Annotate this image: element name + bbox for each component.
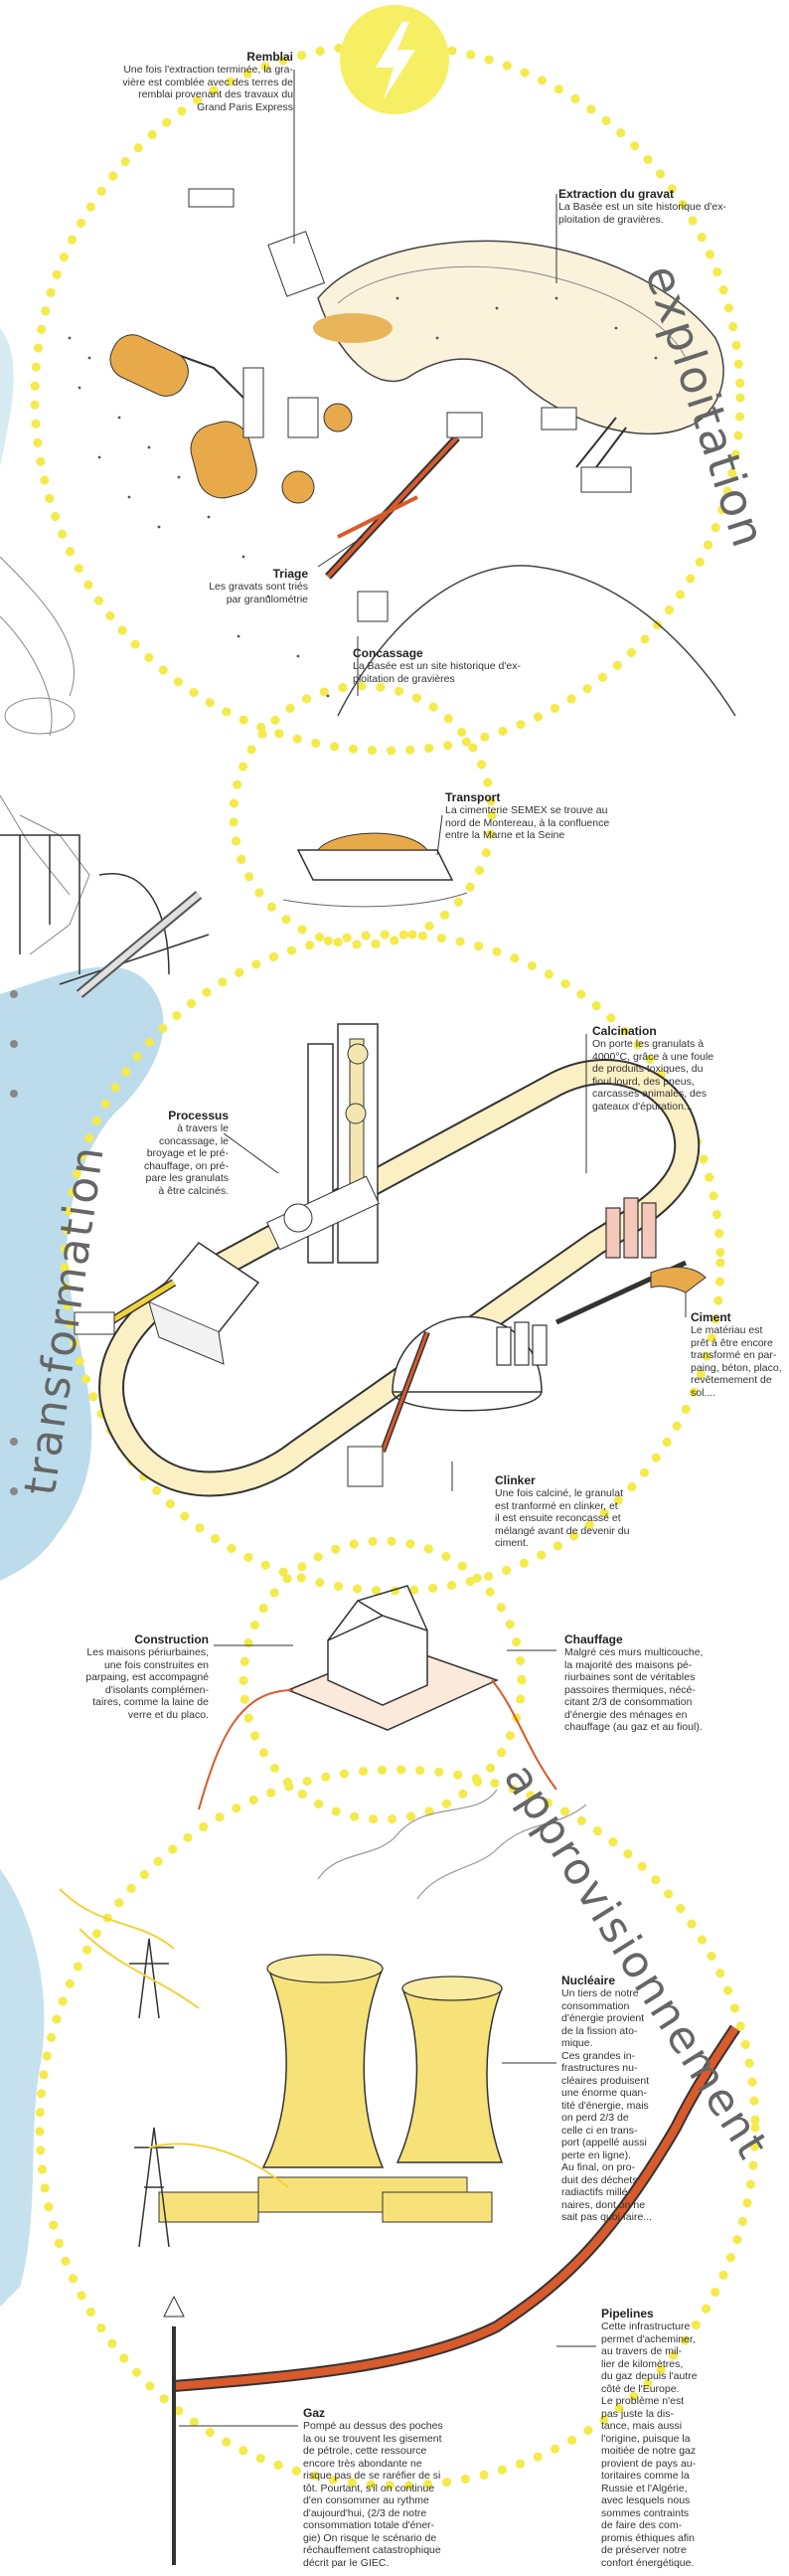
- label-calcination: Calcination On porte les granulats à 400…: [592, 1024, 751, 1113]
- label-remblai: Remblai Une fois l'extraction terminée, …: [70, 50, 293, 113]
- label-chauffage-body: Malgré ces murs multicouche, la majorité…: [564, 1646, 704, 1733]
- river-top-left: [0, 328, 14, 467]
- label-processus-body: à travers le concassage, le broyage et l…: [143, 1122, 229, 1197]
- label-gaz: Gaz Pompé au dessus des poches la ou se …: [303, 2406, 487, 2569]
- side-dots: [10, 990, 18, 1495]
- label-remblai-title: Remblai: [246, 50, 293, 64]
- house-illustration: [198, 1585, 557, 1810]
- nuclear-plant-illustration: [59, 1789, 587, 2248]
- label-concassage-title: Concassage: [353, 646, 423, 660]
- quarry-illustration: [68, 70, 736, 717]
- label-gaz-body: Pompé au dessus des poches la ou se trou…: [303, 2420, 443, 2569]
- label-chauffage: Chauffage Malgré ces murs multicouche, l…: [564, 1632, 738, 1734]
- label-nucleaire-body: Un tiers de notre consommation d'énergie…: [561, 1987, 653, 2223]
- label-pipelines: Pipelines Cette infrastructure permet d'…: [601, 2307, 740, 2569]
- label-calcination-title: Calcination: [592, 1024, 657, 1038]
- label-triage-title: Triage: [272, 567, 308, 581]
- gas-pipeline-illustration: [163, 2024, 740, 2565]
- label-transport-body: La cimenterie SEMEX se trouve au nord de…: [445, 804, 610, 841]
- label-ciment-body: Le matériau est prêt à être encore trans…: [691, 1324, 782, 1399]
- cement-plant-illustration: [74, 1023, 707, 1497]
- lightning-bolt-icon: [340, 5, 449, 114]
- label-clinker: Clinker Une fois calciné, le granulat es…: [495, 1473, 664, 1550]
- river-bottom: [0, 1869, 45, 2307]
- label-ciment-title: Ciment: [691, 1310, 731, 1324]
- label-triage: Triage Les gravats sont triés par granul…: [159, 567, 308, 605]
- left-sketch-lines: [0, 556, 90, 955]
- label-extraction: Extraction du gravat La Basée est un sit…: [558, 187, 757, 226]
- river-middle: [0, 966, 164, 1581]
- label-concassage-body: La Basée est un site historique d'ex- pl…: [353, 660, 521, 685]
- label-concassage: Concassage La Basée est un site historiq…: [353, 646, 552, 685]
- label-nucleaire-title: Nucléaire: [561, 1974, 616, 1987]
- label-transport: Transport La cimenterie SEMEX se trouve …: [445, 790, 644, 842]
- label-calcination-body: On porte les granulats à 4000°C, grâce à…: [592, 1038, 714, 1113]
- label-construction-title: Construction: [134, 1632, 209, 1646]
- label-triage-body: Les gravats sont triés par granulométrie: [209, 581, 308, 605]
- label-processus-title: Processus: [168, 1109, 229, 1122]
- label-processus: Processus à travers le concassage, le br…: [119, 1109, 229, 1197]
- label-gaz-title: Gaz: [303, 2406, 326, 2420]
- label-chauffage-title: Chauffage: [564, 1632, 623, 1646]
- label-extraction-body: La Basée est un site historique d'ex- pl…: [558, 201, 726, 226]
- label-construction-body: Les maisons périurbaines, une fois const…: [85, 1646, 209, 1721]
- label-extraction-title: Extraction du gravat: [558, 187, 675, 201]
- barge-illustration: [0, 814, 468, 998]
- label-construction: Construction Les maisons périurbaines, u…: [60, 1632, 209, 1721]
- label-pipelines-title: Pipelines: [601, 2307, 654, 2320]
- label-clinker-body: Une fois calciné, le granulat est tranfo…: [495, 1487, 630, 1549]
- label-remblai-body: Une fois l'extraction terminée, la gra- …: [122, 64, 293, 113]
- label-clinker-title: Clinker: [495, 1473, 536, 1487]
- label-nucleaire: Nucléaire Un tiers de notre consommation…: [561, 1974, 681, 2224]
- label-transport-title: Transport: [445, 790, 501, 804]
- label-pipelines-body: Cette infrastructure permet d'acheminer,…: [601, 2320, 698, 2569]
- label-ciment: Ciment Le matériau est prêt à être encor…: [691, 1310, 785, 1399]
